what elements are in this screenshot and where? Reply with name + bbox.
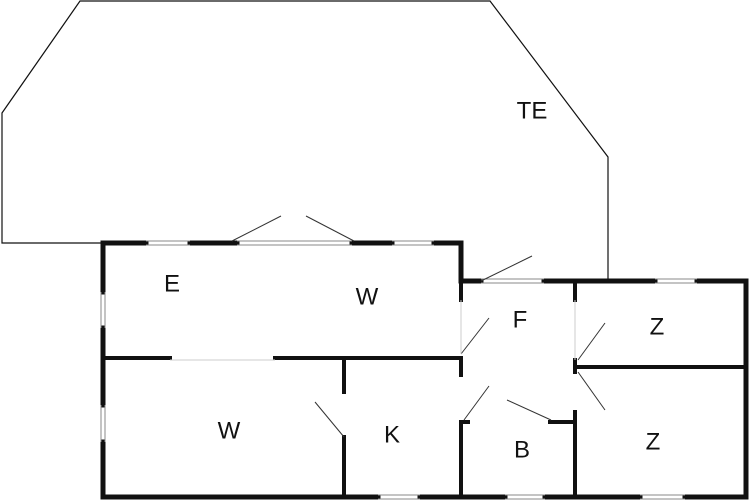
- interior-walls: [103, 279, 748, 499]
- room-label-terrace: TE: [517, 97, 548, 124]
- room-label-entrance: E: [164, 270, 180, 297]
- room-label-living-lower: W: [218, 417, 241, 444]
- door-swings: [170, 215, 606, 438]
- room-label-kitchen: K: [384, 421, 400, 448]
- outer-walls: [100, 240, 749, 500]
- terrace-outline: [1, 0, 609, 280]
- windows: [100, 240, 697, 500]
- room-label-hall: F: [513, 306, 528, 333]
- room-label-room-upper: Z: [650, 313, 665, 340]
- room-label-room-lower: Z: [646, 428, 661, 455]
- room-label-bathroom: B: [514, 436, 530, 463]
- room-label-living-upper: W: [356, 283, 379, 310]
